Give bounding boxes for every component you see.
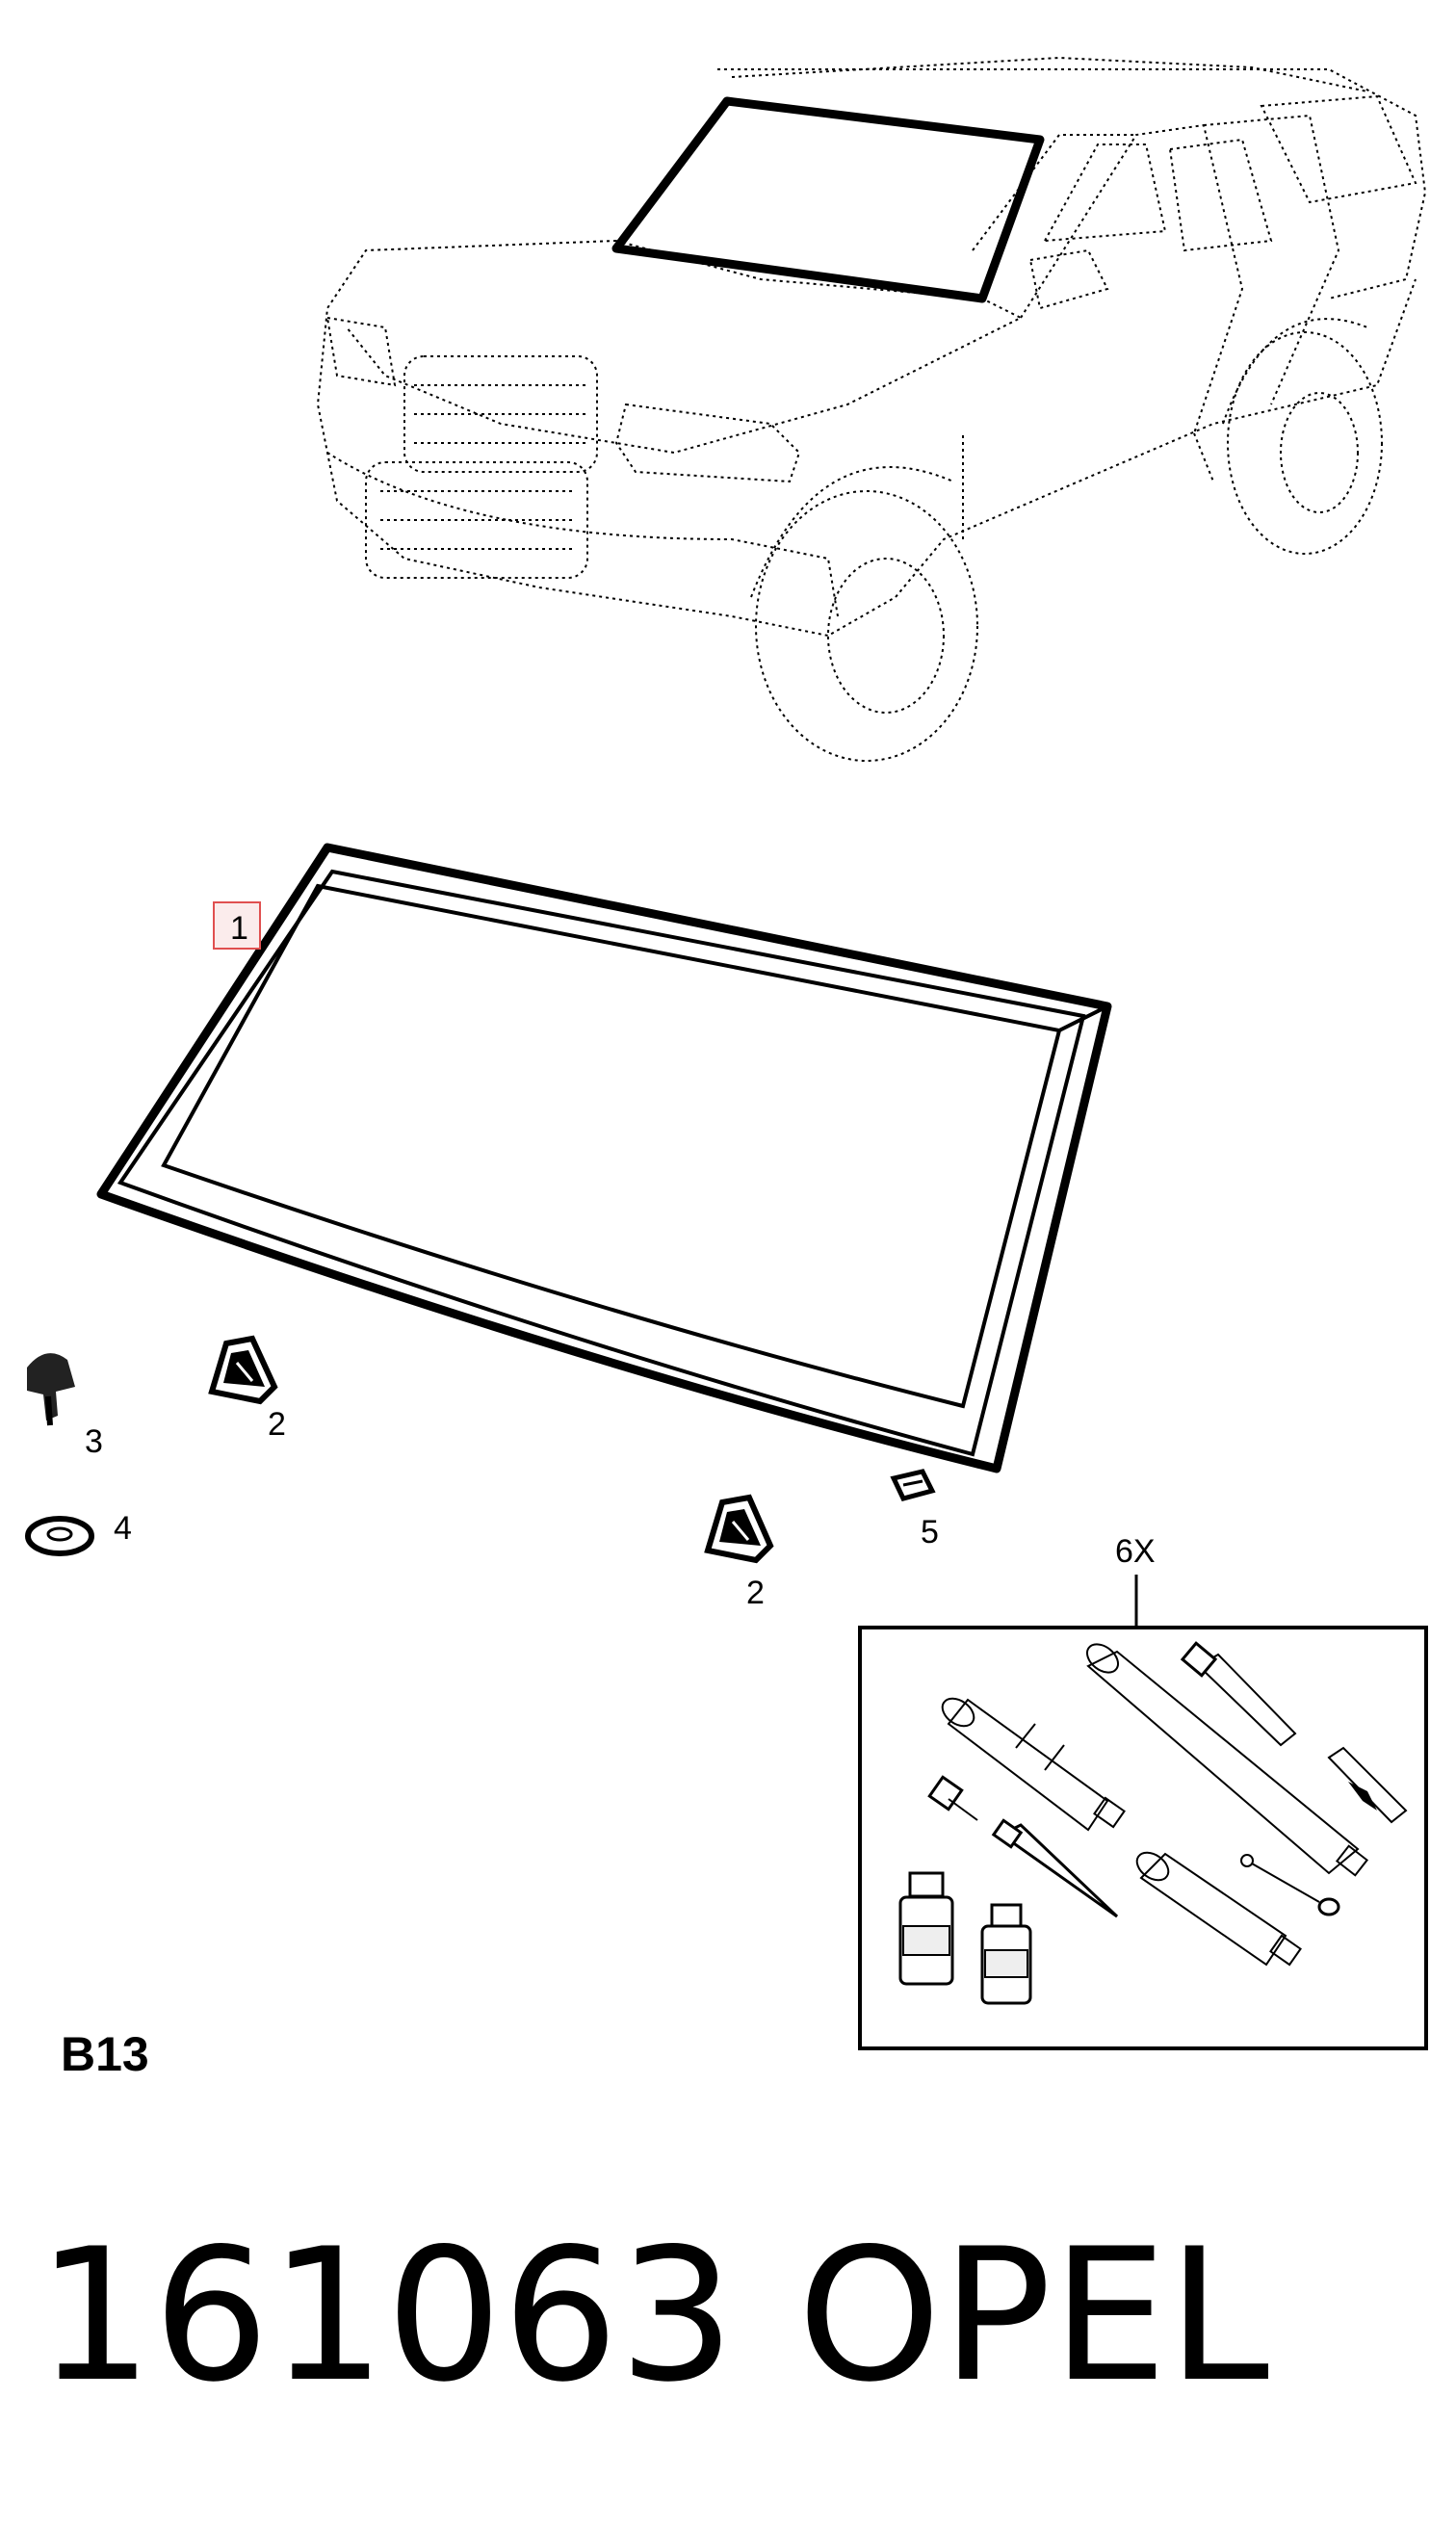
callout-washer[interactable]: 4 bbox=[114, 1510, 132, 1547]
windshield-part bbox=[96, 843, 1112, 1473]
clip-part bbox=[890, 1469, 936, 1501]
applicator-swab bbox=[1240, 1854, 1340, 1916]
nozzle-right bbox=[1327, 1746, 1408, 1824]
callout-highlight-box bbox=[213, 901, 261, 950]
small-cap bbox=[927, 1775, 978, 1821]
part-number: 161063 bbox=[37, 2209, 735, 2422]
adhesive-tube-1 bbox=[941, 1697, 1126, 1832]
brand-name: OPEL bbox=[797, 2209, 1269, 2422]
screw-part bbox=[27, 1353, 75, 1426]
bracket-left-part bbox=[208, 1335, 278, 1405]
primer-bottle-1 bbox=[898, 1871, 954, 1986]
cone-nozzle bbox=[991, 1818, 1119, 1918]
bracket-right-part bbox=[704, 1494, 774, 1564]
callout-label-1: 1 bbox=[230, 910, 248, 947]
callout-kit-quantity[interactable]: 6X bbox=[1115, 1533, 1156, 1570]
vehicle-illustration bbox=[316, 56, 1427, 762]
washer-part bbox=[25, 1516, 94, 1556]
section-code: B13 bbox=[61, 2027, 149, 2081]
adhesive-tube-2 bbox=[1086, 1643, 1369, 1877]
adhesive-tube-3 bbox=[1135, 1851, 1302, 1967]
nozzle-cartridge bbox=[1180, 1641, 1297, 1747]
callout-bracket-left[interactable]: 2 bbox=[268, 1406, 286, 1443]
callout-clip[interactable]: 5 bbox=[921, 1514, 939, 1551]
callout-bracket-right[interactable]: 2 bbox=[746, 1575, 765, 1611]
callout-screw[interactable]: 3 bbox=[85, 1423, 103, 1460]
repair-kit-box bbox=[858, 1626, 1428, 2050]
callout-windshield[interactable]: 1 bbox=[213, 901, 261, 950]
primer-bottle-2 bbox=[980, 1903, 1032, 2005]
